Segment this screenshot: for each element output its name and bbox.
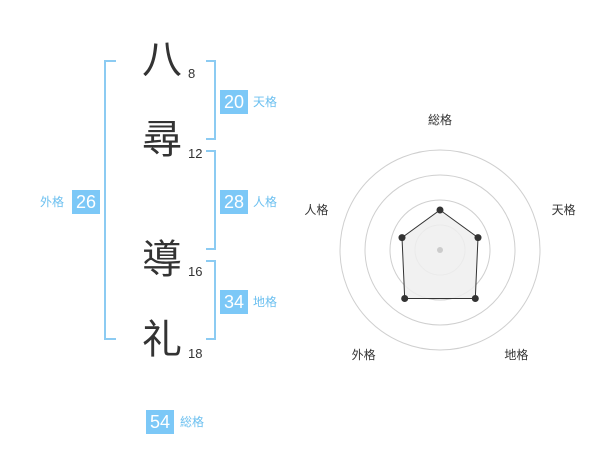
radar-point-5 (398, 234, 406, 242)
name-char-3: 導 (142, 237, 182, 283)
radar-axis-label-5: 人格 (304, 202, 328, 217)
name-char-4: 礼 (142, 317, 182, 363)
chikaku-label: 地格 (253, 295, 278, 309)
radar-axis-label-4: 外格 (352, 347, 376, 362)
soukaku-label: 総格 (180, 415, 205, 429)
tenkaku-score: 20 (220, 90, 248, 114)
radar-axis-label-3: 地格 (504, 347, 528, 362)
radar-series-shape (401, 209, 479, 299)
chikaku-bracket (206, 260, 216, 340)
gaikaku-bracket (104, 60, 116, 340)
radar-center-dot (437, 247, 443, 253)
soukaku-score: 54 (146, 410, 174, 434)
radar-point-3 (471, 295, 479, 302)
radar-point-1 (436, 206, 444, 214)
radar-ring-3 (364, 174, 516, 326)
name-char-2: 尋 (142, 117, 182, 163)
name-char-1: 八 (142, 37, 182, 83)
radar-point-4 (401, 295, 409, 302)
stroke-count-3: 16 (188, 264, 203, 279)
gaikaku-score: 26 (72, 190, 100, 214)
jinkaku-label: 人格 (253, 195, 278, 209)
jinkaku-score: 28 (220, 190, 248, 214)
stroke-count-4: 18 (188, 346, 203, 361)
radar-axis-label-1: 総格 (428, 112, 452, 127)
tenkaku-label: 天格 (253, 95, 278, 109)
chikaku-score: 34 (220, 290, 248, 314)
radar-axis-label-2: 天格 (552, 202, 576, 217)
radar-ring-1 (414, 224, 466, 276)
gaikaku-label: 外格 (40, 195, 65, 209)
stroke-count-2: 12 (188, 146, 203, 161)
radar-ring-2 (389, 199, 491, 301)
radar-ring-4 (339, 149, 541, 351)
jinkaku-bracket (206, 150, 216, 250)
radar-point-2 (474, 234, 482, 242)
tenkaku-bracket (206, 60, 216, 140)
stroke-count-1: 8 (188, 66, 196, 81)
